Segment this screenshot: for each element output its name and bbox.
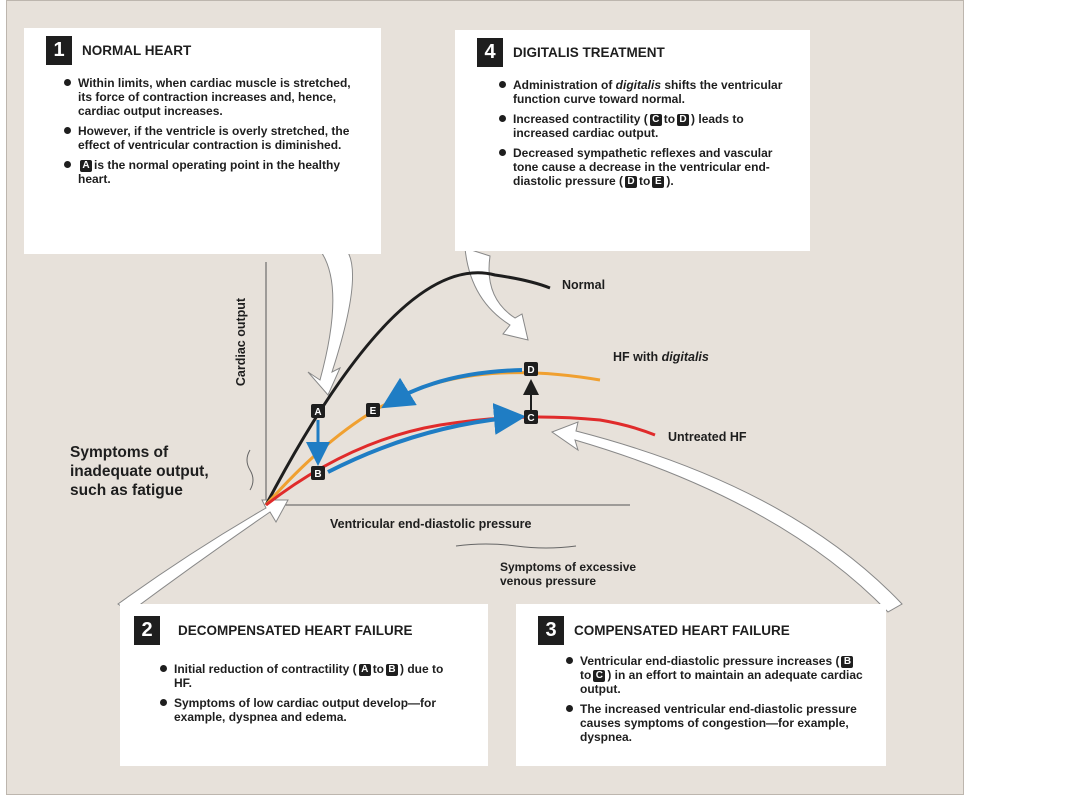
box-compensated-hf: 3 COMPENSATED HEART FAILURE Ventricular … (516, 604, 886, 766)
list-item: Administration of digitalis shifts the v… (497, 78, 787, 106)
point-d: D (524, 362, 538, 376)
list-item: Decreased sympathetic reflexes and vascu… (497, 146, 787, 188)
box-normal-heart: 1 NORMAL HEART Within limits, when cardi… (24, 28, 381, 254)
box-title: DECOMPENSATED HEART FAILURE (178, 623, 413, 638)
brace-output (246, 449, 254, 491)
list-item: Ventricular end-diastolic pressure incre… (564, 654, 864, 696)
low-output-annotation: Symptoms of inadequate output, such as f… (70, 444, 209, 499)
curve-label-untreated: Untreated HF (668, 430, 747, 444)
curve-hf-digitalis (264, 371, 601, 506)
list-item: However, if the ventricle is overly stre… (62, 124, 362, 152)
curve-label-normal: Normal (562, 278, 606, 292)
curve-normal (264, 271, 551, 506)
box-title: NORMAL HEART (82, 43, 192, 58)
svg-text:B: B (314, 469, 321, 480)
bullet-list: Within limits, when cardiac muscle is st… (62, 76, 362, 192)
svg-text:C: C (527, 413, 534, 424)
box-title: COMPENSATED HEART FAILURE (574, 623, 790, 638)
point-b: B (311, 466, 325, 480)
box-digitalis-treatment: 4 DIGITALIS TREATMENT Administration of … (455, 30, 810, 251)
step-number: 2 (134, 616, 160, 645)
callout-pointer-3 (550, 421, 903, 613)
callout-pointer-2 (117, 499, 289, 613)
svg-text:A: A (314, 407, 321, 418)
brace-venous (455, 543, 577, 549)
svg-text:E: E (370, 406, 377, 417)
curve-untreated-hf (265, 415, 656, 507)
venous-annotation: Symptoms of excessive venous pressure (500, 560, 637, 588)
list-item: Symptoms of low cardiac output develop—f… (158, 696, 458, 724)
callout-pointer-1 (307, 239, 353, 396)
box-title: DIGITALIS TREATMENT (513, 45, 665, 60)
list-item: The increased ventricular end-diastolic … (564, 702, 864, 744)
point-e: E (366, 403, 380, 417)
arrow-b-to-c (327, 403, 526, 474)
step-number: 3 (538, 616, 564, 645)
step-number: 1 (46, 36, 72, 65)
y-axis-label: Cardiac output (234, 297, 248, 387)
step-number: 4 (477, 38, 503, 67)
arrow-d-to-e (381, 368, 523, 409)
point-c: C (524, 410, 538, 424)
box-decompensated-hf: 2 DECOMPENSATED HEART FAILURE Initial re… (120, 604, 488, 766)
list-item: Within limits, when cardiac muscle is st… (62, 76, 362, 118)
callout-pointer-4 (464, 247, 529, 341)
bullet-list: Ventricular end-diastolic pressure incre… (564, 654, 864, 750)
svg-text:D: D (527, 365, 534, 376)
point-a: A (311, 404, 325, 418)
curve-label-digitalis: HF with digitalis (613, 350, 709, 364)
bullet-list: Administration of digitalis shifts the v… (497, 78, 787, 194)
x-axis-label: Ventricular end-diastolic pressure (330, 517, 532, 531)
